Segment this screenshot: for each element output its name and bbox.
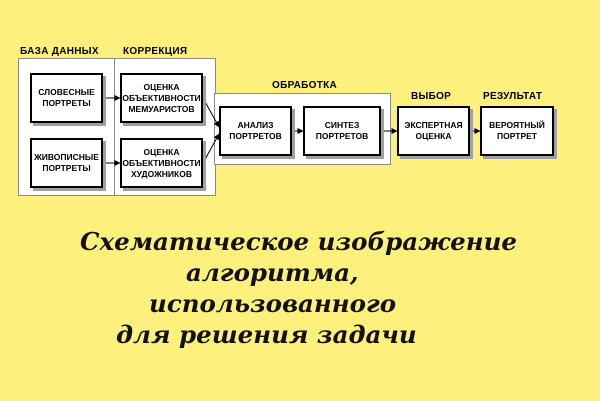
caption-line-4: для решения задачи: [116, 320, 417, 349]
caption-line-1: Схематическое изображение: [80, 227, 517, 256]
caption-line-3: использованного: [149, 289, 397, 318]
box-artists-objectivity: ОЦЕНКА ОБЪЕКТИВНОСТИ ХУДОЖНИКОВ: [120, 138, 203, 188]
caption-line-2: алгоритма,: [186, 258, 359, 287]
section-label-result: РЕЗУЛЬТАТ: [483, 91, 543, 102]
arrow-memoirists-to-analysis: [202, 97, 220, 128]
box-portrait-synthesis: СИНТЕЗ ПОРТРЕТОВ: [303, 106, 381, 156]
box-portrait-analysis: АНАЛИЗ ПОРТРЕТОВ: [219, 106, 292, 156]
section-label-processing: ОБРАБОТКА: [272, 80, 338, 91]
box-pictorial-portraits: ЖИВОПИСНЫЕ ПОРТРЕТЫ: [30, 138, 103, 188]
section-label-selection: ВЫБОР: [411, 91, 452, 102]
arrow-artists-to-analysis: [202, 133, 220, 164]
section-label-database: БАЗА ДАННЫХ: [20, 46, 99, 57]
section-label-correction: КОРРЕКЦИЯ: [123, 46, 188, 57]
box-verbal-portraits: СЛОВЕСНЫЕ ПОРТРЕТЫ: [30, 73, 103, 123]
box-memoirists-objectivity: ОЦЕНКА ОБЪЕКТИВНОСТИ МЕМУАРИСТОВ: [120, 73, 203, 123]
box-expert-evaluation: ЭКСПЕРТНАЯ ОЦЕНКА: [397, 106, 470, 156]
box-probable-portrait: ВЕРОЯТНЫЙ ПОРТРЕТ: [480, 106, 554, 156]
